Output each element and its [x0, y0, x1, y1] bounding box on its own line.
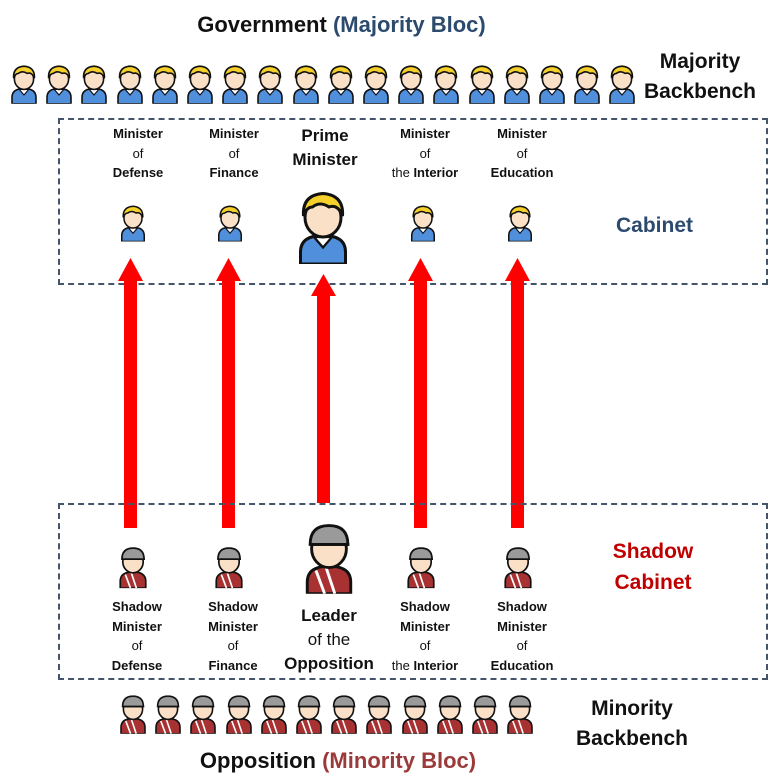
- minority-backbench-member-icon: [117, 687, 149, 739]
- cabinet-label: Cabinet: [616, 214, 694, 237]
- shadow-minister-interior-icon: [404, 539, 438, 593]
- minority-backbench-label: Minority Backbench: [572, 694, 692, 754]
- minority-backbench-member-icon: [328, 687, 360, 739]
- shadow-cabinet-line1: Shadow: [612, 540, 694, 563]
- arrow-finance: [216, 258, 241, 528]
- shadow-cabinet-label: Shadow Cabinet: [598, 536, 708, 598]
- arrow-prime-minister: [311, 274, 336, 503]
- minority-backbench-member-icon: [434, 687, 466, 739]
- minority-backbench-member-icon: [363, 687, 395, 739]
- government-title: Government (Majority Bloc): [0, 12, 683, 38]
- minority-backbench-member-icon: [293, 687, 325, 739]
- shadow-cabinet-box: [58, 503, 768, 680]
- leader-opposition-icon: [300, 513, 358, 599]
- opposition-title: Opposition (Minority Bloc): [0, 748, 676, 774]
- majority-backbench-label: Majority Backbench: [640, 47, 760, 107]
- minority-backbench-member-icon: [399, 687, 431, 739]
- shadow-minister-defense-icon: [116, 539, 150, 593]
- minority-backbench-member-icon: [223, 687, 255, 739]
- shadow-minister-education-icon: [501, 539, 535, 593]
- arrow-interior: [408, 258, 433, 528]
- minority-backbench-line2: Backbench: [575, 727, 689, 750]
- shadow-cabinet-line2: Cabinet: [614, 571, 692, 594]
- majority-bloc-label: (Majority Bloc): [332, 12, 486, 37]
- arrow-defense: [118, 258, 143, 528]
- minority-backbench-line1: Minority: [591, 697, 673, 720]
- majority-backbench-line2: Backbench: [643, 80, 757, 103]
- minority-backbench-member-icon: [258, 687, 290, 739]
- government-label: Government: [197, 12, 327, 37]
- minority-bloc-label: (Minority Bloc): [322, 748, 477, 773]
- shadow-minister-finance-icon: [212, 539, 246, 593]
- minority-backbench-member-icon: [469, 687, 501, 739]
- arrow-education: [505, 258, 530, 528]
- opposition-label: Opposition: [199, 748, 316, 773]
- majority-backbench-line1: Majority: [659, 50, 741, 73]
- minority-backbench-member-icon: [187, 687, 219, 739]
- cabinet-box: [58, 118, 768, 285]
- minority-backbench-member-icon: [152, 687, 184, 739]
- minority-backbench-member-icon: [504, 687, 536, 739]
